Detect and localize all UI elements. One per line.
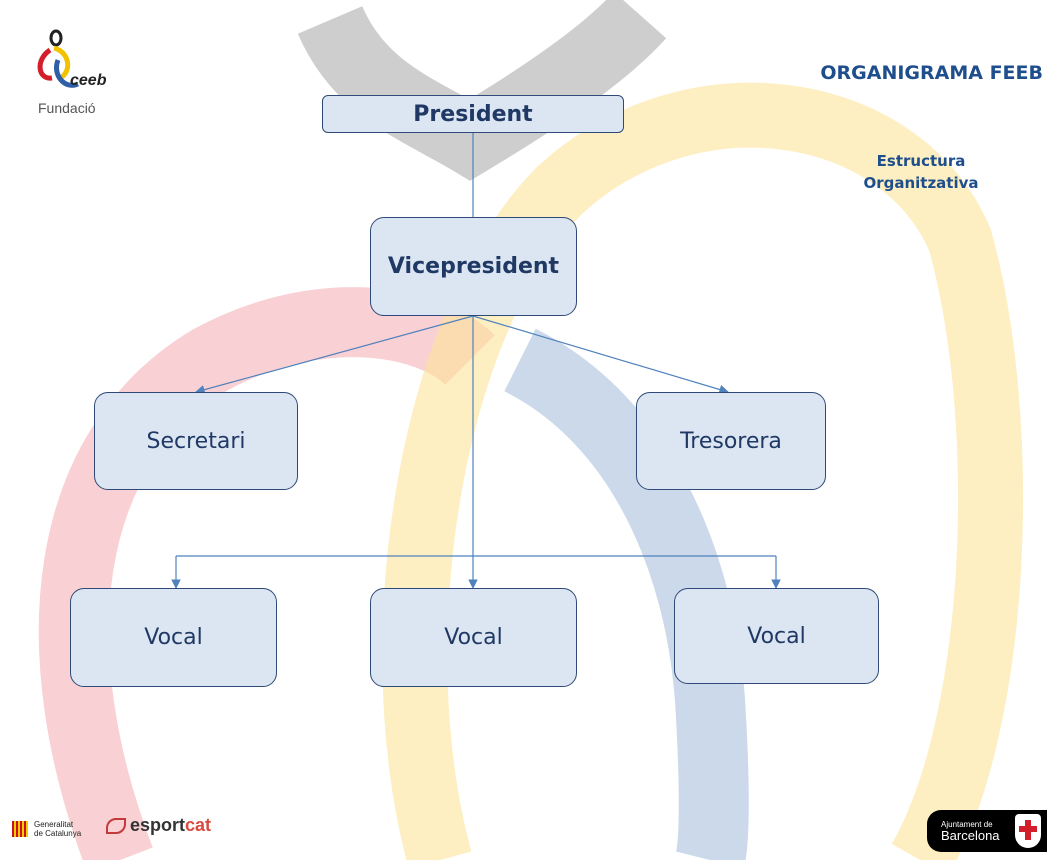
edge-vicepresident-secretari [195, 315, 474, 395]
node-vocal-1: Vocal [70, 588, 277, 687]
esportcat-logo: esportcat [106, 815, 211, 836]
ceeb-sub: Fundació [38, 100, 96, 116]
ceeb-name: ceeb [70, 72, 107, 89]
senyera-icon [12, 821, 28, 837]
page-subtitle: Estructura Organitzativa [863, 152, 979, 192]
node-president: President [322, 95, 624, 133]
gray-ring-stroke [297, 0, 667, 181]
esportcat-post: cat [185, 815, 212, 835]
yellow-ring-stroke [382, 82, 1023, 860]
barcelona-line-2: Barcelona [941, 827, 1000, 843]
gencat-line-2: de Catalunya [34, 829, 82, 838]
esportcat-pre: esport [130, 815, 186, 835]
node-vocal-3: Vocal [674, 588, 879, 684]
esportcat-mark-icon [106, 817, 126, 834]
edge-vicepresident-tresorera [472, 315, 729, 395]
node-secretari: Secretari [94, 392, 298, 490]
barcelona-line-1: Ajuntament de [941, 819, 993, 829]
barcelona-shield-icon [1015, 814, 1041, 848]
ajuntament-barcelona-logo: Ajuntament de Barcelona [927, 810, 1047, 852]
red-ring-stroke [38, 287, 495, 860]
generalitat-logo: Generalitat de Catalunya [12, 820, 81, 838]
ceeb-rings-icon [37, 29, 80, 88]
page-title: ORGANIGRAMA FEEB [820, 62, 1043, 84]
gencat-line-1: Generalitat [34, 820, 74, 829]
node-tresorera: Tresorera [636, 392, 826, 490]
ceeb-fundacio-logo: ceeb Fundació [20, 20, 140, 130]
node-vicepresident: Vicepresident [370, 217, 577, 316]
node-vocal-2: Vocal [370, 588, 577, 687]
